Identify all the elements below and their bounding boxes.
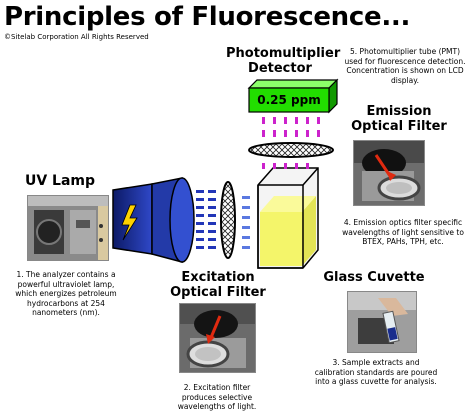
- glass-cuvette-photo: [347, 291, 417, 353]
- pmt-heading-line2: Detector: [248, 61, 312, 76]
- excitation-filter-photo: [179, 303, 256, 373]
- excitation-heading: Excitation Optical Filter: [164, 270, 272, 300]
- copyright-notice: ©Sitelab Corporation All Rights Reserved: [4, 33, 149, 41]
- excitation-heading-line1: Excitation: [181, 270, 255, 285]
- glass-cuvette-diagram: [257, 167, 319, 269]
- uv-lamp-caption: 1. The analyzer contains a powerful ultr…: [15, 270, 117, 317]
- emission-heading-line2: Optical Filter: [351, 119, 447, 134]
- pmt-detector-display: [247, 78, 339, 114]
- pmt-heading-line1: Photomultiplier: [226, 46, 341, 61]
- excitation-caption: 2. Excitation filter produces selective …: [177, 383, 257, 411]
- uv-lamp-photo: [27, 195, 109, 261]
- pmt-heading: Photomultiplier Detector: [226, 46, 341, 76]
- emission-filter-photo: [353, 140, 425, 206]
- emission-caption: 4. Emission optics filter specific wavel…: [342, 218, 464, 246]
- uv-light-beam: [196, 190, 216, 249]
- detector-light-beam: [262, 117, 320, 137]
- cuvette-heading: Glass Cuvette: [323, 270, 425, 285]
- excitation-filter-disc: [220, 181, 236, 259]
- pmt-caption: 5. Photomultiplier tube (PMT) used for f…: [344, 47, 466, 85]
- emission-heading: Emission Optical Filter: [346, 104, 452, 134]
- cuvette-caption: 3. Sample extracts and calibration stand…: [314, 358, 438, 386]
- display-reading: 0.25 ppm: [257, 93, 321, 107]
- excitation-light-beam: [242, 196, 250, 249]
- emission-light-beam: [262, 163, 309, 169]
- uv-lamp-heading: UV Lamp: [24, 173, 96, 189]
- page-title: Principles of Fluorescence...: [4, 2, 411, 32]
- excitation-heading-line2: Optical Filter: [170, 285, 266, 300]
- emission-filter-disc: [248, 142, 334, 158]
- lightning-bolt-icon: [121, 204, 138, 241]
- uv-lamp-housing: [112, 177, 195, 263]
- emission-heading-line1: Emission: [366, 104, 432, 119]
